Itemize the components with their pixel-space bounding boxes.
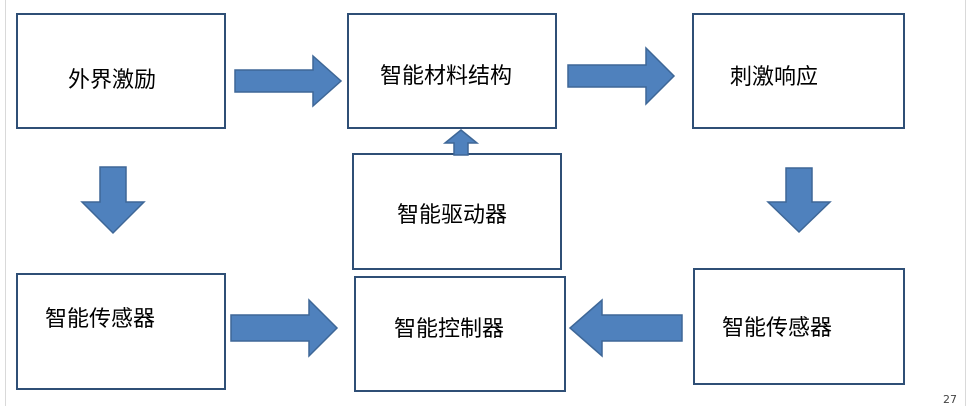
- smart-material-structure-box: 智能材料结构: [347, 13, 557, 129]
- stimulus-response-label: 刺激响应: [730, 65, 819, 90]
- external-stimulus-box: 外界激励: [16, 13, 226, 129]
- smart-sensor-left-box: 智能传感器: [16, 273, 226, 390]
- smart-sensor-right-box: 智能传感器: [693, 268, 905, 385]
- up-arrow-driver-to-material: [442, 129, 480, 156]
- stimulus-response-box: 刺激响应: [692, 13, 905, 129]
- left-arrow-sensor-right-to-controller: [568, 298, 683, 358]
- right-arrow-stimulus-to-material: [234, 54, 343, 108]
- right-arrow-sensor-left-to-controller: [230, 298, 339, 358]
- smart-controller-label: 智能控制器: [394, 317, 505, 342]
- right-arrow-material-to-response: [567, 46, 676, 106]
- down-arrow-stimulus-to-sensor-left: [80, 166, 146, 235]
- left-page-rule: [5, 0, 6, 406]
- smart-material-structure-label: 智能材料结构: [380, 64, 513, 89]
- smart-driver-box: 智能驱动器: [352, 153, 562, 270]
- smart-driver-label: 智能驱动器: [397, 203, 508, 228]
- smart-sensor-right-label: 智能传感器: [722, 316, 833, 341]
- right-page-rule: [965, 0, 966, 406]
- smart-controller-box: 智能控制器: [354, 276, 566, 392]
- smart-sensor-left-label: 智能传感器: [45, 307, 156, 332]
- external-stimulus-label: 外界激励: [68, 68, 157, 93]
- page-number: 27: [943, 393, 957, 406]
- down-arrow-response-to-sensor-right: [766, 167, 832, 234]
